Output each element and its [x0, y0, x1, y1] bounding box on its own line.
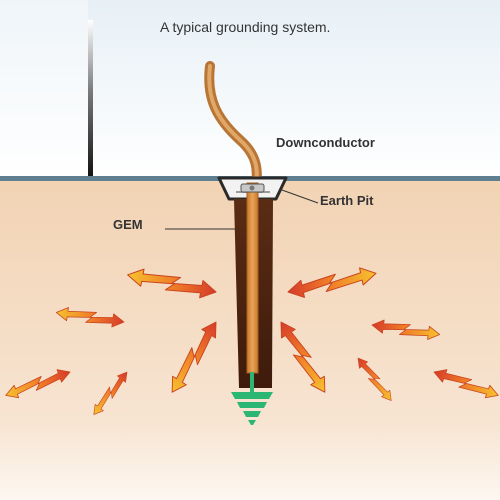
ground-symbol-icon	[231, 392, 273, 425]
mast-pole	[88, 20, 93, 178]
downconductor-label: Downconductor	[276, 135, 375, 150]
diagram-title: A typical grounding system.	[160, 19, 331, 35]
sky-panel	[0, 0, 88, 178]
electrode-tail	[250, 372, 254, 392]
earth-pit-leader-line	[281, 189, 319, 204]
gem-label: GEM	[113, 217, 143, 232]
earth-rod	[246, 182, 259, 374]
earth-pit-label: Earth Pit	[320, 193, 374, 208]
